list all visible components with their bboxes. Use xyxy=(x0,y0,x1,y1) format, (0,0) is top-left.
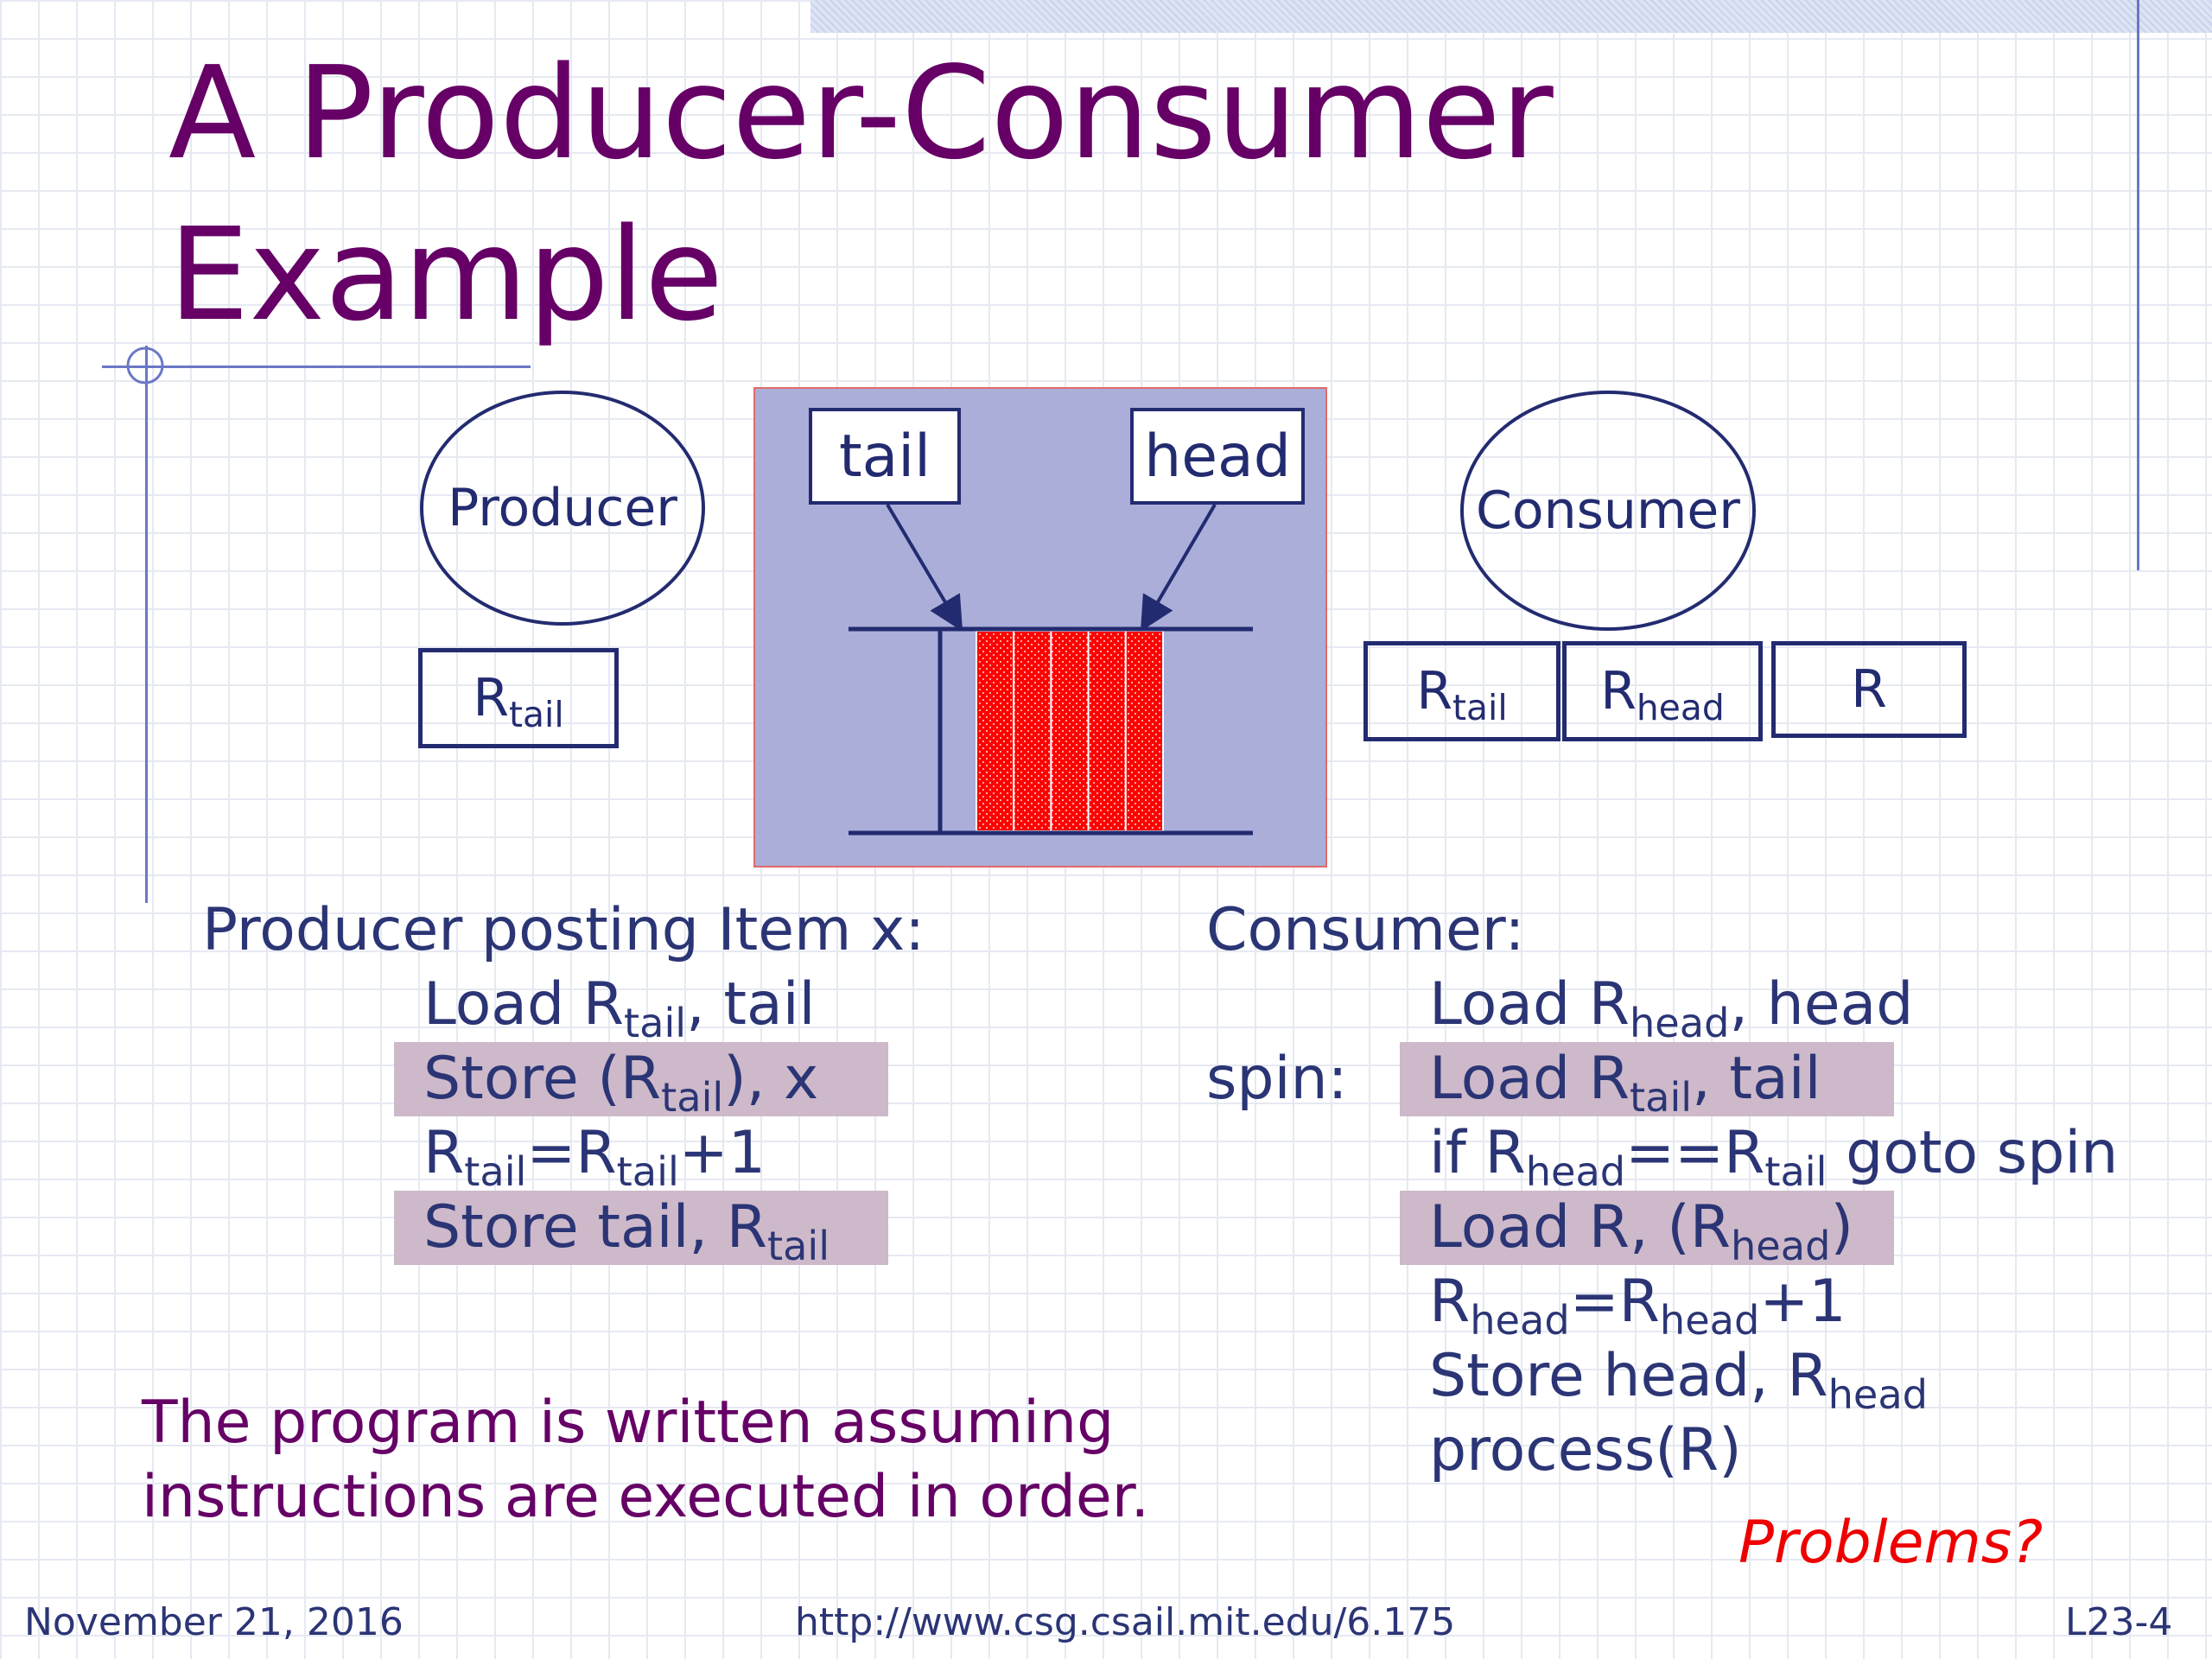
tail-arrow xyxy=(886,503,963,632)
code-text: , tail xyxy=(686,970,816,1039)
queue-slot xyxy=(1013,630,1052,832)
tail-pointer-box: tail xyxy=(809,408,961,505)
code-line: Rhead=Rhead+1 xyxy=(1429,1265,1847,1340)
code-text: Load R, (R xyxy=(1429,1193,1731,1262)
register-box: Rhead xyxy=(1562,641,1763,741)
code-text: process(R) xyxy=(1429,1416,1742,1484)
code-line: if Rhead==Rtail goto spin xyxy=(1429,1116,2119,1192)
in-order-note: The program is written assuming instruct… xyxy=(142,1386,1149,1535)
subscript: tail xyxy=(661,1073,724,1121)
register-label: Rhead xyxy=(1600,661,1725,725)
producer-ellipse: Producer xyxy=(420,391,705,626)
problems-callout: Problems? xyxy=(1738,1509,2044,1577)
queue-slot xyxy=(1050,630,1090,832)
subscript: head xyxy=(1731,1222,1831,1269)
subscript: tail xyxy=(1764,1147,1827,1195)
code-text: Load R xyxy=(1429,970,1630,1039)
left-vertical-rule xyxy=(145,346,148,903)
crosshair-icon xyxy=(126,346,164,385)
code-text: , head xyxy=(1729,970,1914,1039)
code-text: =R xyxy=(526,1119,617,1187)
consumer-ellipse: Consumer xyxy=(1460,391,1756,631)
register-base: R xyxy=(473,668,510,728)
register-base: R xyxy=(1416,661,1453,721)
code-text: Store (R xyxy=(423,1045,662,1113)
code-text: Store tail, R xyxy=(423,1193,767,1262)
footer-slide-number: L23-4 xyxy=(2065,1600,2173,1644)
code-line: Load Rtail, tail xyxy=(423,968,816,1043)
subscript: tail xyxy=(1630,1073,1693,1121)
code-text: goto spin xyxy=(1827,1119,2119,1187)
queue-slot xyxy=(1124,630,1164,832)
note-line-1: The program is written assuming xyxy=(142,1389,1115,1457)
consumer-label: Consumer xyxy=(1476,480,1740,541)
code-text: R xyxy=(423,1119,465,1187)
register-box: Rtail xyxy=(1363,641,1560,741)
register-subscript: head xyxy=(1636,687,1725,729)
highlighted-code-line: Load R, (Rhead) xyxy=(1400,1191,1894,1266)
code-text: Load R xyxy=(1429,1045,1630,1113)
subscript: head xyxy=(1470,1296,1570,1344)
right-vertical-rule xyxy=(2137,0,2139,570)
subscript: head xyxy=(1827,1370,1929,1418)
consumer-code-heading: Consumer: xyxy=(1206,896,1525,964)
register-label: R xyxy=(1851,659,1887,720)
code-text: Load R xyxy=(423,970,624,1039)
footer-url[interactable]: http://www.csg.csail.mit.edu/6.175 xyxy=(795,1600,1456,1644)
code-text: +1 xyxy=(1759,1268,1847,1336)
highlighted-code-line: Store (Rtail), x xyxy=(394,1042,888,1117)
head-arrow xyxy=(1140,503,1217,632)
highlighted-code-line: Store tail, Rtail xyxy=(394,1191,888,1266)
subscript: tail xyxy=(616,1147,679,1195)
register-subscript: tail xyxy=(509,694,564,736)
top-pattern-band xyxy=(810,0,2212,33)
code-text: =R xyxy=(1569,1268,1660,1336)
register-base: R xyxy=(1600,661,1637,721)
title-underline-rule xyxy=(102,365,531,368)
code-line: Store head, Rhead xyxy=(1429,1339,1928,1414)
register-subscript: tail xyxy=(1452,687,1508,729)
subscript: head xyxy=(1630,999,1730,1046)
code-line: Rtail=Rtail+1 xyxy=(423,1116,766,1192)
register-base: R xyxy=(1851,659,1887,720)
tail-pointer-label: tail xyxy=(838,422,931,491)
subscript: tail xyxy=(766,1222,830,1269)
code-text: ==R xyxy=(1625,1119,1765,1187)
code-line: Load Rhead, head xyxy=(1429,968,1914,1043)
register-label: Rtail xyxy=(473,668,563,732)
subscript: head xyxy=(1525,1147,1626,1195)
footer-date: November 21, 2016 xyxy=(24,1600,404,1644)
code-text: ) xyxy=(1830,1193,1853,1262)
slide-title: A Producer-Consumer Example xyxy=(168,39,1554,349)
register-label: Rtail xyxy=(1416,661,1507,725)
subscript: tail xyxy=(624,999,687,1046)
head-pointer-label: head xyxy=(1144,422,1291,491)
register-box: R xyxy=(1771,641,1967,738)
code-line: process(R) xyxy=(1429,1414,1742,1488)
code-text: +1 xyxy=(678,1119,766,1187)
code-text: if R xyxy=(1429,1119,1526,1187)
code-text: , tail xyxy=(1692,1045,1821,1113)
note-line-2: instructions are executed in order. xyxy=(142,1463,1150,1531)
code-text: ), x xyxy=(723,1045,819,1113)
subscript: head xyxy=(1659,1296,1760,1344)
register-box: Rtail xyxy=(418,648,619,748)
highlighted-code-line: Load Rtail, tail xyxy=(1400,1042,1894,1117)
producer-code-heading: Producer posting Item x: xyxy=(202,896,925,964)
producer-label: Producer xyxy=(448,478,677,538)
code-text: Store head, R xyxy=(1429,1342,1828,1410)
spin-label: spin: xyxy=(1206,1045,1348,1113)
queue-buffer-diagram xyxy=(849,503,1253,836)
queue-slot xyxy=(1087,630,1127,832)
code-text: R xyxy=(1429,1268,1471,1336)
subscript: tail xyxy=(464,1147,527,1195)
head-pointer-box: head xyxy=(1130,408,1305,505)
queue-slot xyxy=(976,630,1015,832)
